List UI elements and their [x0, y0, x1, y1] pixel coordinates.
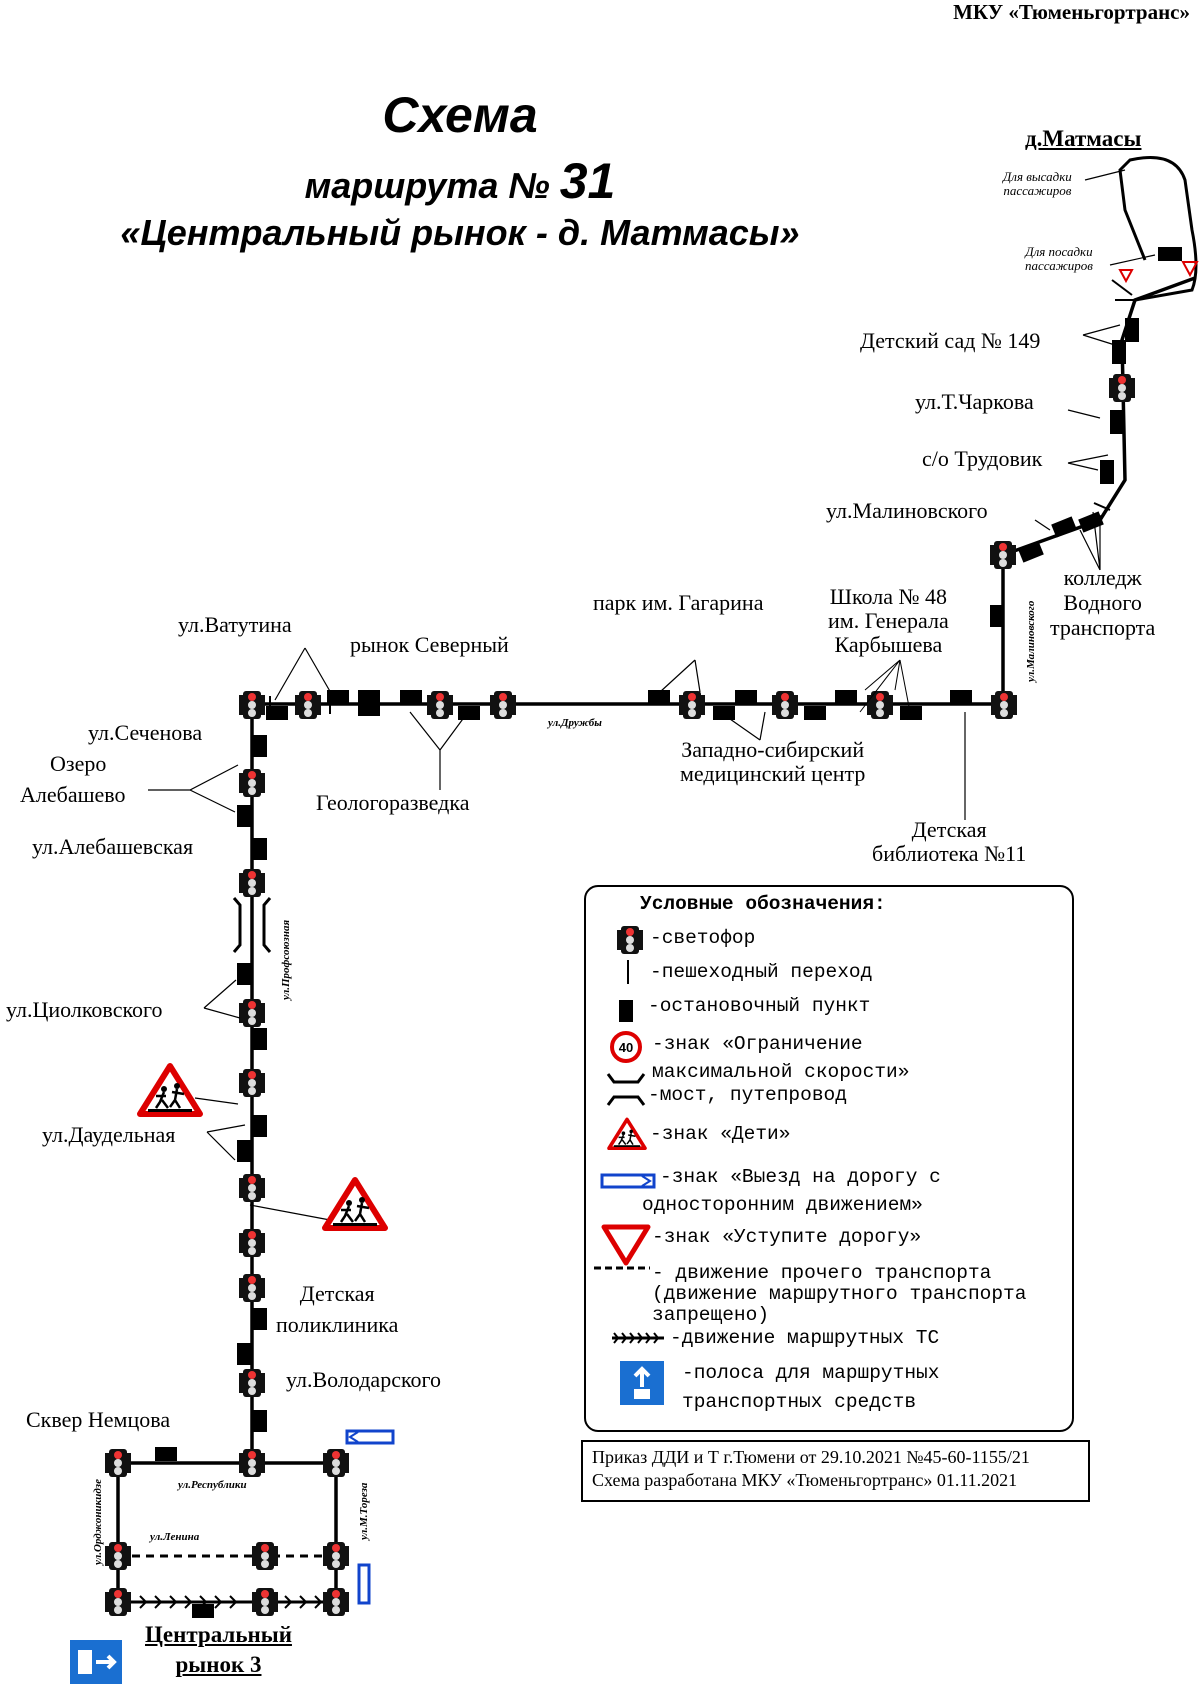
- speed-limit-value: 40: [619, 1040, 633, 1055]
- order-line-2: Схема разработана МКУ «Тюменьгортранс» 0…: [592, 1470, 1018, 1490]
- legend-bridge: -мост, путепровод: [648, 1084, 847, 1106]
- dropoff-note: Для высадки пассажиров: [1003, 169, 1072, 198]
- one-way-sign-icon: [345, 1429, 395, 1605]
- route-number-prefix: маршрута №: [304, 165, 550, 206]
- stop-label-tsiolkovskogo: ул.Циолковского: [6, 997, 163, 1022]
- route-number-line: маршрута № 31: [0, 152, 920, 210]
- legend-children: -знак «Дети»: [650, 1123, 791, 1145]
- stop-label-alebashevskaya: ул.Алебашевская: [32, 834, 194, 859]
- stop-label-trudovik: с/о Трудовик: [922, 446, 1043, 471]
- street-respubliki: ул.Республики: [178, 1479, 247, 1491]
- pointer-lines: [148, 169, 1156, 1221]
- organization-name: МКУ «Тюменьгортранс»: [953, 0, 1190, 24]
- terminal-north-name: д.Матмасы: [1025, 126, 1142, 151]
- stop-point-icon: [155, 247, 1182, 1618]
- street-ordzhonikidze: ул.Орджоникидзе: [92, 1479, 104, 1565]
- stop-label-detsad: Детский сад № 149: [860, 328, 1041, 353]
- stop-label-severny: рынок Северный: [350, 632, 509, 657]
- street-toreza: ул.М.Тореза: [358, 1482, 370, 1540]
- legend: Условные обозначения: 40 -светофор -пеше…: [584, 885, 1074, 1432]
- legend-yield: -знак «Уступите дорогу»: [652, 1226, 922, 1248]
- stop-label-geologorazvedka: Геологоразведка: [316, 790, 470, 815]
- stop-label-daudelnaya: ул.Даудельная: [42, 1122, 176, 1147]
- stop-label-sechenova: ул.Сеченова: [88, 720, 203, 745]
- legend-symbols: 40: [594, 926, 664, 1405]
- pickup-note: Для посадки пассажиров: [1025, 244, 1093, 273]
- street-profsoyuznaya: ул.Профсоюзная: [280, 919, 292, 1000]
- order-line-1: Приказ ДДИ и Т г.Тюмени от 29.10.2021 №4…: [592, 1447, 1030, 1467]
- legend-one-way-2: односторонним движением»: [642, 1194, 923, 1216]
- stop-label-park: парк им. Гагарина: [593, 590, 764, 615]
- route-movement-line: [118, 1595, 336, 1609]
- stop-label-skver: Сквер Немцова: [26, 1407, 171, 1432]
- yield-sign-icon: [1118, 261, 1199, 284]
- route-name: «Центральный рынок - д. Матмасы»: [120, 212, 800, 253]
- legend-other-traffic: - движение прочего транспорта (движение …: [652, 1262, 1027, 1326]
- bridge-icon: [232, 897, 272, 953]
- legend-stop: -остановочный пункт: [648, 995, 871, 1017]
- legend-traffic-light: -светофор: [650, 927, 756, 949]
- legend-route-traffic: -движение маршрутных ТС: [670, 1327, 940, 1349]
- order-note: Приказ ДДИ и Т г.Тюмени от 29.10.2021 №4…: [581, 1440, 1090, 1502]
- street-lenina: ул.Ленина: [150, 1531, 200, 1543]
- stop-label-volodarskogo: ул.Володарского: [286, 1367, 442, 1392]
- bus-lane-sign-icon: [70, 1640, 122, 1684]
- street-druzhby: ул.Дружбы: [548, 717, 602, 729]
- stop-label-charkova: ул.Т.Чаркова: [915, 389, 1034, 414]
- legend-title: Условные обозначения:: [640, 893, 886, 915]
- stop-label-malinovskogo: ул.Малиновского: [826, 498, 988, 523]
- legend-one-way: -знак «Выезд на дорогу с: [660, 1166, 941, 1188]
- route-number: 31: [559, 153, 616, 209]
- street-malinovskogo: ул.Малиновского: [1025, 600, 1037, 682]
- legend-crossing: -пешеходный переход: [650, 961, 873, 983]
- terminal-loop: [1118, 156, 1198, 302]
- page-title: Схема: [382, 87, 538, 143]
- stop-label-vatutina: ул.Ватутина: [178, 612, 292, 637]
- crossing-icon: [269, 279, 1135, 714]
